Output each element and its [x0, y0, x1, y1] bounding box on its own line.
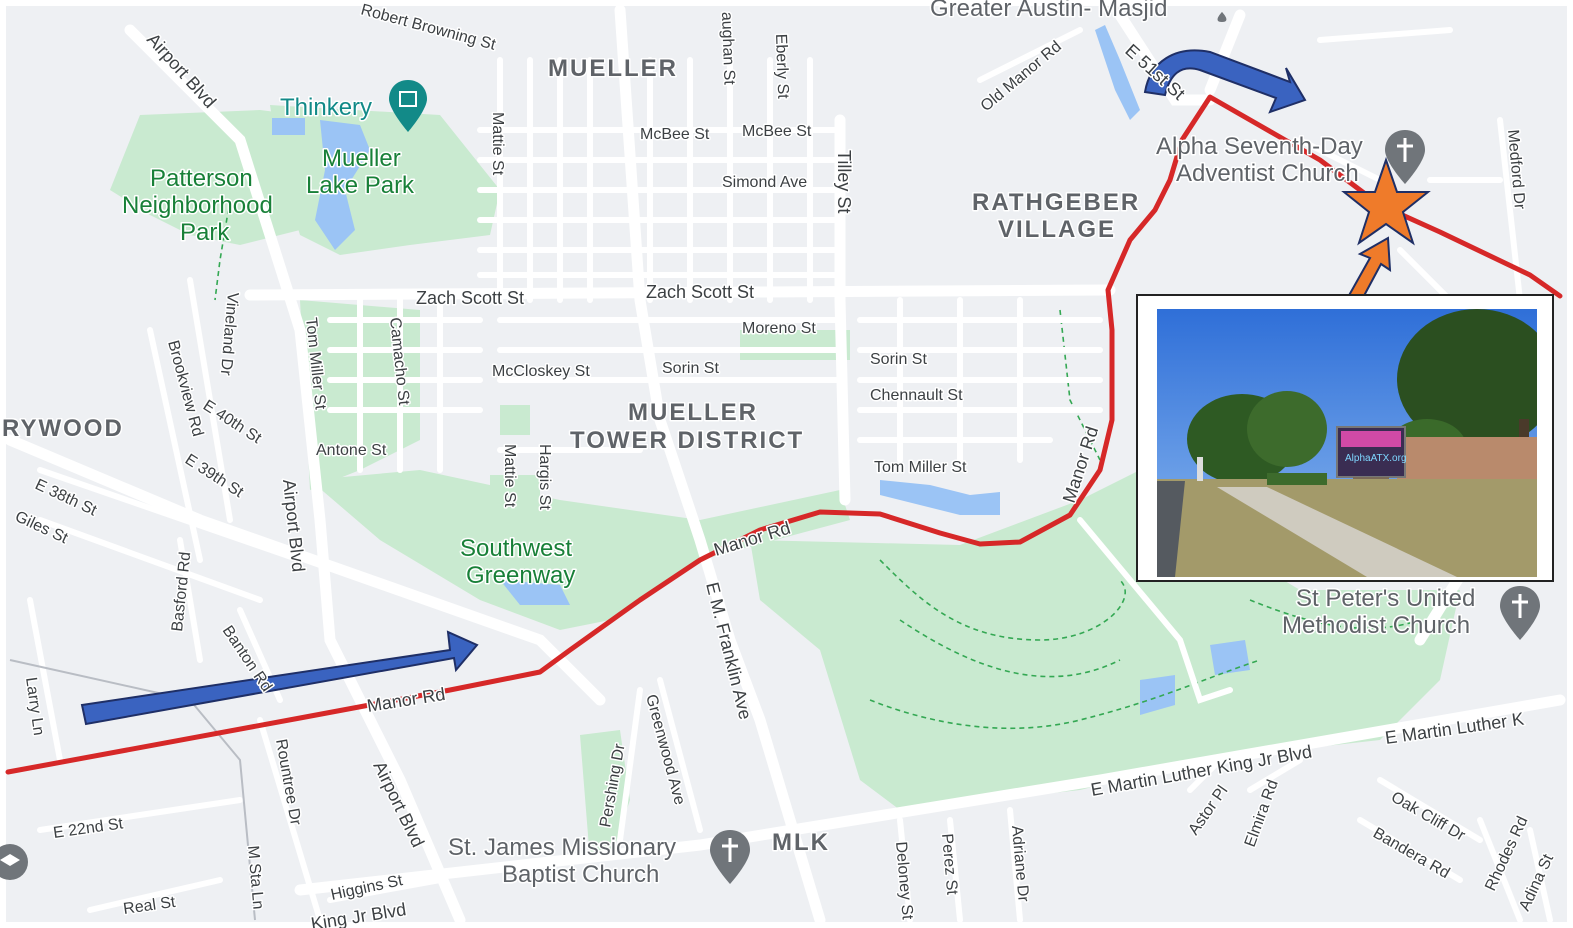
cross-icon	[722, 838, 738, 862]
mlk-blvd-road	[294, 694, 1566, 896]
st-james-marker	[710, 830, 750, 884]
em-franklin-road	[614, 4, 826, 926]
label-rathgeber: RATHGEBER	[972, 189, 1140, 216]
label-mueller-north: MUELLER	[548, 55, 678, 82]
label-mueller-park-1: Mueller	[322, 145, 401, 172]
masjid-marker	[1217, 0, 1227, 22]
school-icon	[0, 854, 20, 866]
mlk-pond-1	[1140, 675, 1175, 715]
location-photo: AlphaATX.org	[1157, 309, 1537, 577]
thinkery-marker	[389, 80, 427, 132]
airport-blvd-road	[124, 24, 466, 926]
location-photo-inset: AlphaATX.org	[1136, 294, 1554, 582]
label-zach-scott-2: Zach Scott St	[646, 282, 754, 302]
photo-tree-right	[1397, 309, 1537, 449]
park-trails	[214, 199, 1421, 730]
label-mattie-2: Mattie St	[501, 444, 518, 508]
tom-miller-pond	[880, 480, 1000, 515]
label-mueller-park-2: Lake Park	[306, 172, 415, 199]
label-st-peters-2: Methodist Church	[1282, 612, 1470, 639]
label-eberly: Eberly St	[772, 34, 791, 100]
label-adriane: Adriane Dr	[1008, 825, 1032, 903]
label-chennault: Chennault St	[870, 387, 963, 404]
label-tom-miller: Tom Miller St	[874, 459, 967, 476]
label-st-james-2: Baptist Church	[502, 861, 659, 888]
label-patterson-2: Neighborhood	[122, 192, 273, 219]
label-thinkery: Thinkery	[280, 94, 372, 121]
diagonal-road	[4, 434, 606, 706]
st-peters-marker	[1500, 586, 1540, 640]
photo-building	[1397, 437, 1537, 479]
water-bodies	[272, 25, 1250, 715]
label-alpha-church-1: Alpha Seventh-Day	[1156, 133, 1363, 160]
destination-star	[1341, 156, 1431, 246]
label-sorin-1: Sorin St	[662, 360, 719, 377]
label-simond: Simond Ave	[722, 174, 807, 191]
photo-road	[1157, 481, 1185, 577]
label-tilley: Tilley St	[834, 150, 854, 213]
mlk-greenway-area	[750, 470, 1460, 810]
label-st-james-1: St. James Missionary	[448, 834, 676, 861]
label-southwest: Southwest	[460, 535, 572, 562]
direction-arrow-turn	[1143, 49, 1307, 114]
label-mattie-1: Mattie St	[489, 112, 506, 176]
route-line	[5, 94, 1563, 775]
label-mueller-tower-2: TOWER DISTRICT	[570, 427, 804, 454]
label-patterson-3: Park	[180, 219, 230, 246]
creek-north	[1095, 25, 1140, 120]
label-mcbee-1: McBee St	[640, 126, 710, 143]
label-village: VILLAGE	[998, 216, 1116, 243]
mueller-lake	[315, 120, 370, 250]
direction-arrow-east	[80, 630, 479, 726]
label-mueller-tower-1: MUELLER	[628, 399, 758, 426]
label-moreno: Moreno St	[742, 320, 816, 337]
cross-icon	[1397, 138, 1413, 162]
pershing-green	[580, 730, 630, 860]
zach-scott-road	[244, 284, 1116, 301]
photo-tree-mid	[1247, 391, 1327, 467]
small-park-2	[490, 475, 540, 520]
cross-icon	[1512, 594, 1528, 618]
mlk-pond-2	[1210, 640, 1250, 675]
label-zach-scott-1: Zach Scott St	[416, 288, 524, 308]
label-greenway: Greenway	[466, 562, 575, 589]
alpha-church-marker	[1385, 130, 1425, 184]
label-aughan: aughan St	[718, 12, 738, 86]
photo-sidewalk	[1217, 487, 1457, 577]
label-masjid: Greater Austin- Masjid	[930, 0, 1167, 22]
label-alpha-church-2: Adventist Church	[1176, 160, 1359, 187]
label-patterson-1: Patterson	[150, 165, 253, 192]
museum-icon	[399, 91, 417, 107]
photo-shrubs	[1267, 473, 1327, 485]
small-pond	[272, 118, 305, 135]
railroad	[9, 659, 256, 921]
label-mccloskey: McCloskey St	[492, 363, 590, 380]
small-park-1	[500, 405, 530, 435]
label-sorin-2: Sorin St	[870, 351, 927, 368]
photo-sign-banner	[1341, 431, 1401, 447]
label-hargis: Hargis St	[536, 444, 553, 510]
label-antone: Antone St	[316, 442, 387, 459]
label-mcbee-2: McBee St	[742, 123, 812, 140]
school-marker	[0, 844, 28, 880]
photo-sign-text: AlphaATX.org	[1345, 453, 1407, 464]
greenway-pond	[500, 580, 570, 605]
southwest-greenway-area	[310, 470, 850, 630]
north-road	[1204, 9, 1246, 96]
photo-speed-sign	[1197, 457, 1203, 481]
e51st-road	[1114, 9, 1216, 106]
label-st-peters-1: St Peter's United	[1296, 585, 1475, 612]
label-mlk: MLK	[772, 829, 830, 856]
label-rywood: RYWOOD	[2, 415, 124, 442]
tilley-road	[834, 114, 851, 506]
